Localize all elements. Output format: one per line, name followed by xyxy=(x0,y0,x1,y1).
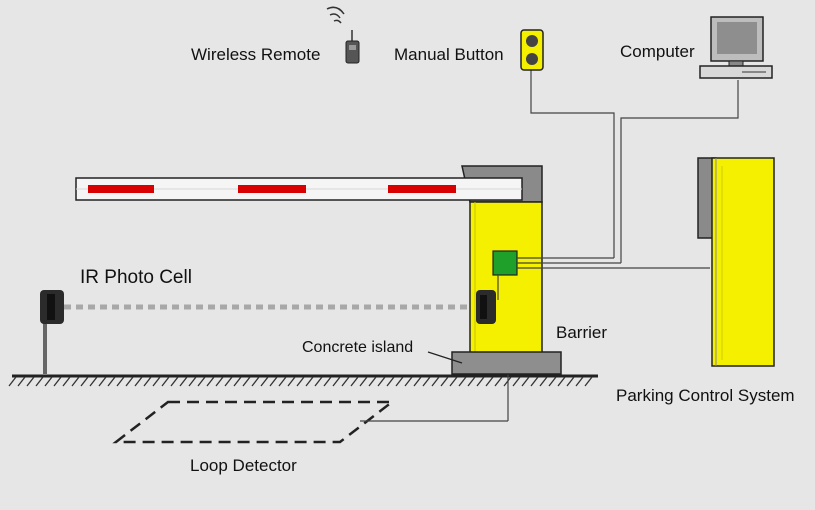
label-wireless-remote: Wireless Remote xyxy=(191,45,320,64)
ground-hatch-line xyxy=(485,376,494,387)
ground-hatch-line xyxy=(449,376,458,387)
ground-hatch-line xyxy=(494,376,503,387)
manual-button-icon xyxy=(520,29,544,71)
ground-hatch-line xyxy=(413,376,422,387)
ground-hatch-line xyxy=(584,376,593,387)
ground-hatch-line xyxy=(530,376,539,387)
ground-hatch-line xyxy=(404,376,413,387)
label-barrier: Barrier xyxy=(556,323,607,342)
ground-hatch-line xyxy=(386,376,395,387)
ground-hatch-line xyxy=(89,376,98,387)
label-manual-button: Manual Button xyxy=(394,45,504,64)
ground-hatch-line xyxy=(332,376,341,387)
ground-hatch-line xyxy=(305,376,314,387)
label-computer: Computer xyxy=(620,42,695,61)
ground-hatch-line xyxy=(566,376,575,387)
computer-icon xyxy=(699,16,773,79)
ground-hatch-line xyxy=(350,376,359,387)
ground-hatch-line xyxy=(8,376,17,387)
ground-hatch-line xyxy=(314,376,323,387)
ground-hatch-line xyxy=(215,376,224,387)
ground-hatch-line xyxy=(134,376,143,387)
concrete-island xyxy=(451,351,562,375)
ground-hatch-line xyxy=(125,376,134,387)
ground-hatch-line xyxy=(296,376,305,387)
ground-hatch-line xyxy=(260,376,269,387)
control-wires xyxy=(497,68,739,300)
ground-hatch-line xyxy=(467,376,476,387)
ground-hatch-line xyxy=(80,376,89,387)
ground-hatch-line xyxy=(440,376,449,387)
ground-hatch-line xyxy=(179,376,188,387)
ground-hatch-line xyxy=(17,376,26,387)
ground-hatch-line xyxy=(53,376,62,387)
parking-control-cabinet xyxy=(697,157,775,367)
ground-hatch-line xyxy=(431,376,440,387)
ground-hatch-line xyxy=(575,376,584,387)
ground-hatch-line xyxy=(206,376,215,387)
ground-hatch-line xyxy=(458,376,467,387)
ground-hatch-line xyxy=(224,376,233,387)
ground-hatch-line xyxy=(359,376,368,387)
barrier-ir-cell xyxy=(476,290,496,324)
wireless-remote-icon xyxy=(326,6,360,64)
ground-hatch-line xyxy=(143,376,152,387)
ground-hatch-line xyxy=(107,376,116,387)
ground-hatch-line xyxy=(395,376,404,387)
barrier-arm xyxy=(75,177,523,201)
ground-hatch-line xyxy=(323,376,332,387)
ground-hatch-line xyxy=(557,376,566,387)
ground-hatch-line xyxy=(377,376,386,387)
label-ir-photo-cell: IR Photo Cell xyxy=(80,267,192,288)
ground-hatch-line xyxy=(422,376,431,387)
ground xyxy=(8,374,598,387)
controller-board xyxy=(492,250,518,276)
ground-hatch-line xyxy=(35,376,44,387)
concrete-island-pointer xyxy=(427,351,463,364)
ground-hatch-line xyxy=(152,376,161,387)
ground-hatch-line xyxy=(548,376,557,387)
ground-hatch-line xyxy=(512,376,521,387)
ground-hatch-line xyxy=(188,376,197,387)
ground-hatch-line xyxy=(233,376,242,387)
loop-detector-shape xyxy=(112,400,396,444)
ground-hatch-line xyxy=(44,376,53,387)
ground-hatch-line xyxy=(71,376,80,387)
ground-hatch-line xyxy=(116,376,125,387)
ground-hatch-line xyxy=(539,376,548,387)
ground-hatch-line xyxy=(251,376,260,387)
label-parking-control-system: Parking Control System xyxy=(616,386,795,405)
ground-hatch-line xyxy=(170,376,179,387)
ground-hatch-line xyxy=(341,376,350,387)
ground-hatch-line xyxy=(521,376,530,387)
ground-hatch-line xyxy=(62,376,71,387)
ground-hatch-line xyxy=(278,376,287,387)
label-concrete-island: Concrete island xyxy=(302,339,413,356)
ground-hatch-line xyxy=(242,376,251,387)
ground-hatch-line xyxy=(197,376,206,387)
ground-hatch-line xyxy=(269,376,278,387)
ir-photo-cell-post xyxy=(40,290,64,374)
ground-hatch-line xyxy=(476,376,485,387)
label-loop-detector: Loop Detector xyxy=(190,456,297,475)
ground-hatch-line xyxy=(98,376,107,387)
ground-hatch-line xyxy=(26,376,35,387)
ground-hatch-line xyxy=(368,376,377,387)
ground-hatch-line xyxy=(287,376,296,387)
barrier-housing xyxy=(461,165,543,355)
ground-hatch-line xyxy=(161,376,170,387)
